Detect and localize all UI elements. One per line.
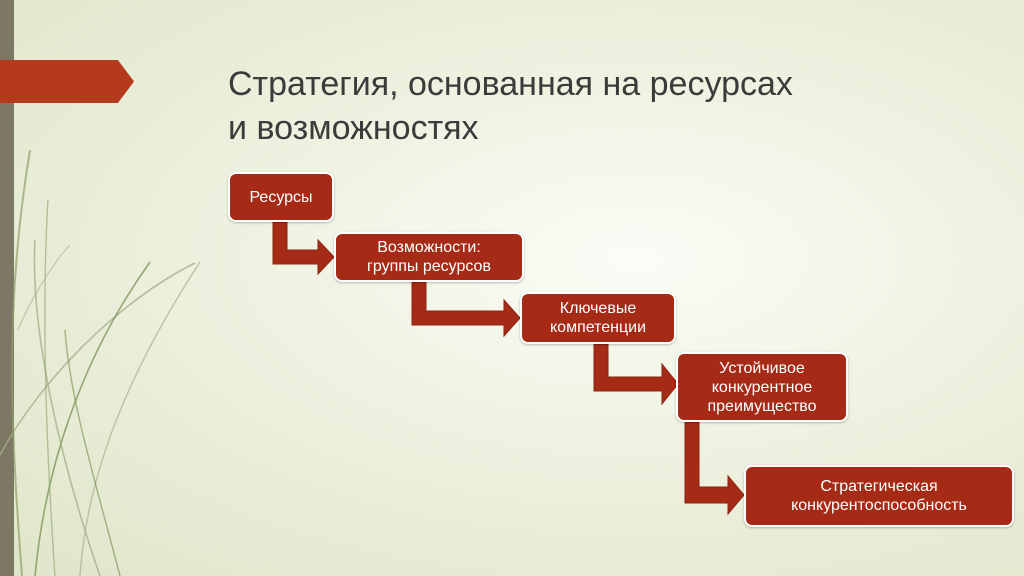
flow-step-capabilities: Возможности: группы ресурсов — [334, 232, 524, 282]
page-title-line-2: и возможностях — [228, 109, 479, 147]
flow-step-competitive-advantage-line-1: Устойчивое — [719, 359, 805, 377]
left-accent-stripe — [0, 0, 14, 576]
flow-step-competitive-advantage: Устойчивое конкурентное преимущество — [676, 352, 848, 422]
flow-step-competitive-advantage-line-2: конкурентное — [711, 378, 813, 396]
flow-step-core-competencies-line-1: Ключевые — [559, 300, 637, 317]
flow-arrow-2 — [411, 281, 521, 338]
flow-step-resources: Ресурсы — [228, 172, 334, 222]
flow-step-strategic-competitiveness-line-1: Стратегическая — [820, 478, 938, 495]
flow-step-strategic-competitiveness: Стратегическая конкурентоспособность — [744, 465, 1014, 527]
flow-step-resources-label: Ресурсы — [249, 188, 313, 206]
flow-step-capabilities-line-2: группы ресурсов — [367, 258, 491, 275]
page-title: Стратегия, основанная на ресурсах и возм… — [228, 62, 988, 150]
flow-step-capabilities-line-1: Возможности: — [377, 239, 481, 256]
page-title-line-1: Стратегия, основанная на ресурсах — [228, 65, 793, 103]
flow-step-core-competencies: Ключевые компетенции — [520, 292, 676, 344]
flow-arrow-4 — [684, 421, 745, 516]
flow-step-core-competencies-line-2: компетенции — [549, 319, 647, 336]
title-marker-tab — [0, 60, 134, 103]
flow-step-competitive-advantage-line-3: преимущество — [707, 397, 817, 415]
flow-step-strategic-competitiveness-line-2: конкурентоспособность — [791, 497, 967, 514]
flow-arrow-1 — [272, 221, 335, 276]
decorative-curves — [0, 149, 201, 576]
flow-arrow-3 — [593, 343, 679, 406]
